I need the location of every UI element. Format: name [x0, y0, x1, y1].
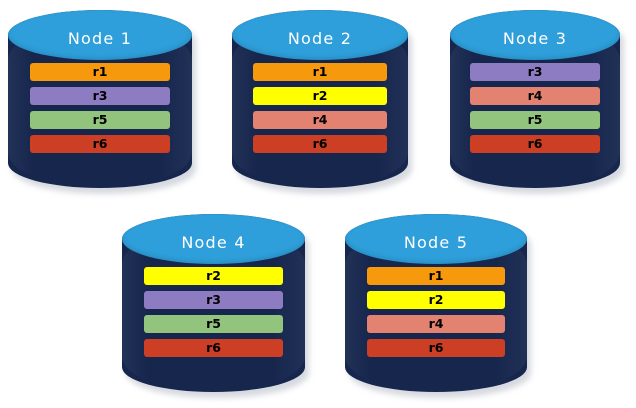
replica-bar: r4 [366, 315, 506, 334]
replica-bar: r6 [143, 339, 284, 358]
database-node-1: Node 1 r1 r3 r5 r6 [8, 10, 196, 194]
replica-bar: r5 [30, 111, 170, 130]
replica-bar: r1 [30, 63, 170, 82]
cylinder-top-ellipse [8, 10, 192, 60]
cylinder-top-ellipse [450, 10, 620, 60]
replica-bar: r4 [253, 111, 387, 130]
replica-bar: r5 [143, 315, 284, 334]
replica-bar: r5 [470, 111, 600, 130]
node-title: Node 2 [287, 28, 353, 48]
cylinder-top-ellipse [345, 214, 527, 264]
replica-bar: r3 [30, 87, 170, 106]
replica-bar: r6 [366, 339, 506, 358]
node-title: Node 3 [502, 28, 568, 48]
cylinder-top-ellipse [232, 10, 408, 60]
replica-bar: r2 [143, 267, 284, 286]
node-title: Node 4 [181, 232, 246, 252]
replica-bar: r1 [366, 267, 506, 286]
node-title: Node 5 [403, 232, 469, 252]
replica-stack: r1 r2 r4 r6 [253, 63, 387, 154]
database-node-3: Node 3 r3 r4 r5 r6 [450, 10, 624, 194]
replica-bar: r3 [143, 291, 284, 310]
replica-bar: r6 [253, 135, 387, 154]
database-node-4: Node 4 r2 r3 r5 r6 [122, 214, 309, 398]
replica-bar: r4 [470, 87, 600, 106]
replica-stack: r3 r4 r5 r6 [470, 63, 600, 154]
replica-bar: r2 [366, 291, 506, 310]
replica-bar: r1 [253, 63, 387, 82]
database-node-2: Node 2 r1 r2 r4 r6 [232, 10, 412, 194]
database-node-5: Node 5 r1 r2 r4 r6 [345, 214, 531, 398]
replica-bar: r2 [253, 87, 387, 106]
node-title: Node 1 [67, 28, 133, 48]
replica-stack: r1 r2 r4 r6 [366, 267, 506, 358]
replica-stack: r1 r3 r5 r6 [30, 63, 170, 154]
replica-bar: r3 [470, 63, 600, 82]
replica-stack: r2 r3 r5 r6 [143, 267, 284, 358]
replica-bar: r6 [30, 135, 170, 154]
replica-bar: r6 [470, 135, 600, 154]
cylinder-top-ellipse [122, 214, 305, 264]
